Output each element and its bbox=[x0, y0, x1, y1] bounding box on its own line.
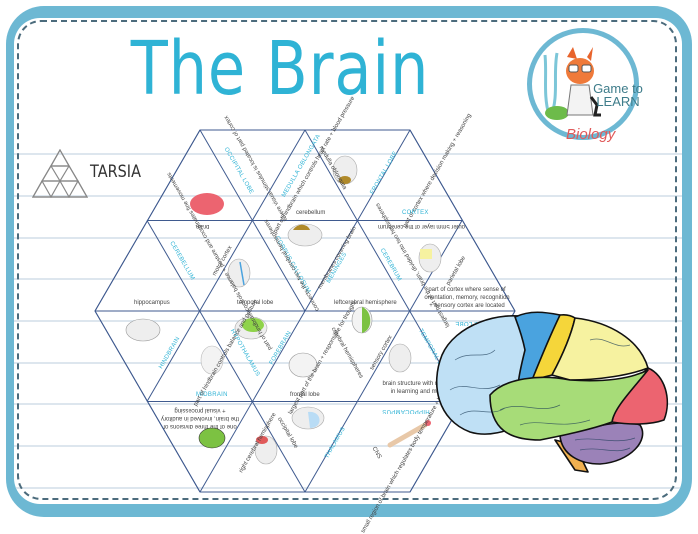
tile-answer: temporal lobe bbox=[237, 300, 274, 306]
fox-scientist-icon bbox=[543, 47, 601, 120]
ruled-line bbox=[14, 195, 682, 197]
ruled-line bbox=[14, 487, 682, 489]
tile-answer: hippocampus bbox=[134, 300, 170, 306]
tile-answer: cerebellum bbox=[296, 210, 326, 216]
tile-answer: brain structure with major role in learn… bbox=[382, 381, 462, 395]
ruled-line bbox=[14, 362, 682, 364]
ruled-line bbox=[14, 237, 682, 239]
tarsia-hexagon-grid bbox=[94, 129, 516, 493]
logo-line1: Game to bbox=[593, 81, 643, 96]
ruled-line bbox=[14, 278, 682, 280]
ruled-line bbox=[14, 153, 682, 155]
tarsia-label: TARSIA bbox=[90, 162, 141, 182]
brain-lobes-illustration bbox=[435, 311, 668, 473]
tile-brain-thumbnails bbox=[125, 155, 442, 465]
ruled-line bbox=[14, 445, 682, 447]
tile-keyword: MIDBRAIN bbox=[196, 392, 228, 398]
logo-subject: Biology bbox=[566, 126, 616, 143]
page-title: The Brain bbox=[130, 26, 430, 112]
tarsia-triangle-icon bbox=[32, 149, 88, 198]
tile-answer: frontal lobe bbox=[290, 392, 320, 398]
tile-answer: CORTEX bbox=[402, 210, 429, 216]
tile-answer: part of cortex where sense of orientatio… bbox=[424, 287, 510, 309]
ruled-line bbox=[14, 403, 682, 405]
logo-line2: LEARN bbox=[596, 94, 640, 109]
tile-answer: leftcerebral hemisphere bbox=[334, 300, 397, 306]
ruled-line bbox=[14, 320, 682, 322]
